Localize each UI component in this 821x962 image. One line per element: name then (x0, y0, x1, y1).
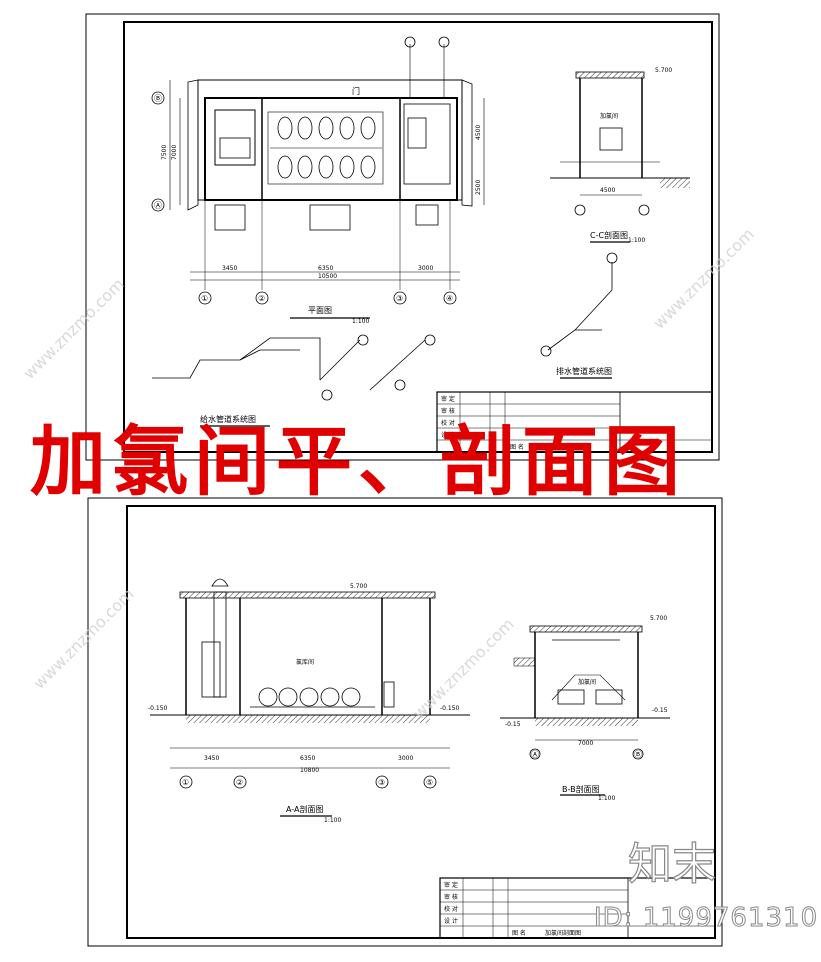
supply-pipe-system (152, 334, 436, 427)
bb-elevation-left: -0.15 (505, 721, 521, 728)
section-bb (500, 625, 670, 796)
bb-axis-a: Ⓐ (531, 750, 539, 759)
bb-axis-b: Ⓑ (634, 750, 642, 759)
aa-elevation-left: -0.150 (148, 705, 168, 712)
sheet2-tb-row-2: 审 核 (444, 893, 458, 901)
drain-system-title: 排水管道系统图 (556, 366, 612, 376)
plan-dim-1: 3450 (222, 265, 237, 272)
plan-axis-2: ② (258, 294, 265, 303)
sheet1-tb-row-2: 审 核 (441, 407, 455, 415)
bb-room-label: 加氯间 (578, 678, 596, 686)
sheet2-title-block (439, 877, 716, 939)
sheet1-title-block (436, 391, 713, 453)
plan-axis-b: Ⓑ (154, 94, 162, 103)
sheet2-outer-border (87, 497, 723, 947)
plan-axis-a: Ⓐ (154, 201, 162, 210)
aa-dim-2: 6350 (300, 755, 315, 762)
watermark-site-4: www.znzmo.com (409, 615, 517, 723)
sheet-2 (87, 497, 723, 947)
aa-dim-3: 3000 (398, 755, 413, 762)
plan-dim-left-1: 7500 (161, 145, 168, 160)
sheet2-tb-row-1: 审 定 (444, 881, 458, 889)
plan-axis-1: ① (201, 294, 208, 303)
plan-dim-left-2: 7000 (171, 145, 178, 160)
sheet2-tb-row-3: 校 对 (444, 905, 458, 913)
plan-door-label: 门 (352, 86, 360, 96)
aa-section-title: A-A剖面图 (286, 804, 323, 814)
aa-elevation-right: -0.150 (440, 705, 460, 712)
cc-room-label: 加氯间 (600, 112, 618, 120)
plan-axis-3: ③ (396, 294, 403, 303)
aa-section-scale: 1:100 (324, 817, 341, 824)
plan-view (151, 36, 485, 319)
bb-dim: 7000 (578, 740, 593, 747)
aa-axis-3: ③ (378, 778, 385, 787)
bb-elevation-top: 5.700 (650, 615, 667, 622)
aa-room-label: 氯库间 (296, 658, 314, 666)
sheet1-tb-row-4: 设 计 (441, 431, 455, 439)
sheet2-tb-name: 图 名 (512, 929, 526, 937)
aa-dim-1: 3450 (204, 755, 219, 762)
sheet1-inner-border (123, 21, 713, 453)
sheet-1 (85, 13, 720, 461)
aa-axis-5: ⑤ (426, 778, 433, 787)
plan-title: 平面图 (308, 306, 332, 315)
cc-dim: 4500 (600, 187, 615, 194)
plan-scale: 1:100 (352, 318, 369, 325)
plan-dim-right-2: 2500 (475, 180, 482, 195)
bb-elevation-right: -0.15 (652, 707, 668, 714)
plan-dim-3: 3000 (418, 265, 433, 272)
aa-dim-total: 10800 (300, 767, 319, 774)
plan-dim-right-1: 4500 (475, 125, 482, 140)
cc-section-title: C-C剖面图 (590, 230, 628, 240)
watermark-site-1: www.znzmo.com (19, 275, 127, 383)
sheet2-tb-row-4: 设 计 (444, 917, 458, 925)
bb-section-scale: 1:100 (598, 795, 615, 802)
watermark-id: ID: 1199761310 (593, 903, 819, 934)
section-cc (550, 71, 690, 243)
watermark-site-3: www.znzmo.com (29, 585, 137, 693)
plan-axis-4: ④ (446, 294, 453, 303)
aa-elevation-top: 5.700 (350, 583, 367, 590)
main-title: 加氯间平、剖面图 (30, 417, 686, 506)
section-aa (150, 578, 470, 817)
sheet1-tb-row-1: 审 定 (441, 395, 455, 403)
plan-dim-total: 10500 (318, 273, 337, 280)
plan-dim-2: 6350 (318, 265, 333, 272)
drain-pipe-system (540, 252, 618, 379)
cc-section-scale: 1:100 (628, 237, 645, 244)
watermark-brand: 知末 (627, 838, 716, 890)
cc-elevation: 5.700 (655, 67, 672, 74)
sheet2-tb-value: 加氯间剖面图 (545, 929, 581, 937)
sheet1-outer-border (85, 13, 720, 461)
aa-axis-2: ② (236, 778, 243, 787)
sheet1-tb-row-3: 校 对 (441, 419, 455, 427)
sheet2-inner-border (126, 505, 716, 939)
bb-section-title: B-B剖面图 (562, 784, 600, 794)
sheet1-tb-name: 图 名 (510, 443, 524, 451)
supply-system-title: 给水管道系统图 (200, 414, 256, 424)
watermark-site-2: www.znzmo.com (649, 225, 757, 333)
cylinder-array (267, 111, 384, 185)
aa-axis-1: ① (182, 778, 189, 787)
